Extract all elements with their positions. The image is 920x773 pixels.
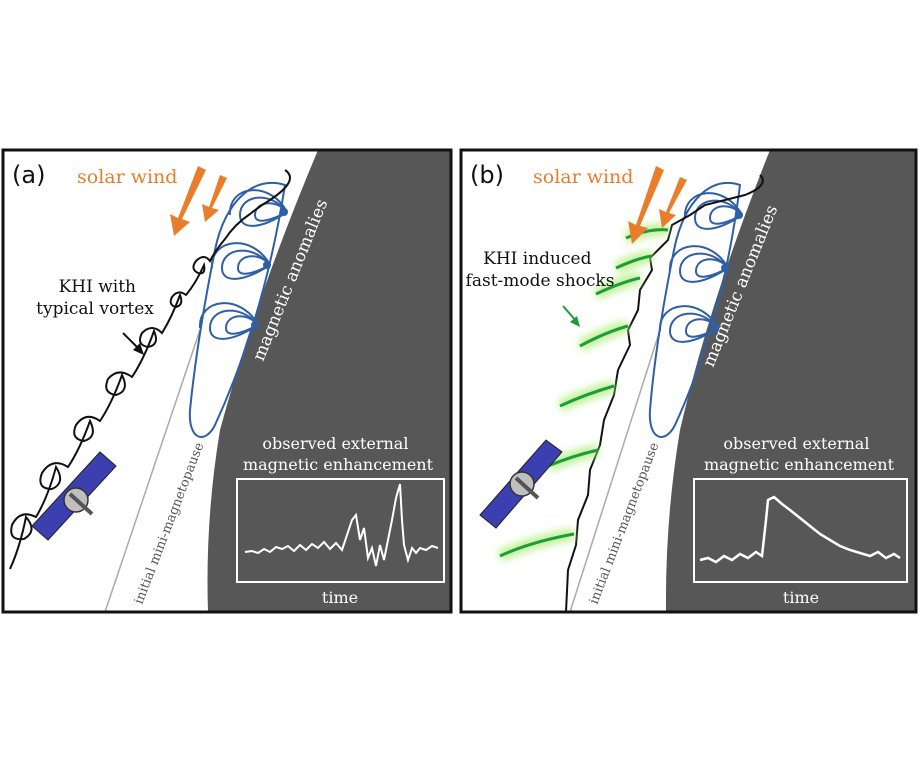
vortex-annotation-line: typical vortex [36,299,154,319]
field-lines [658,192,743,343]
inset-plot-frame [693,478,908,583]
panel-b-border [459,148,918,614]
solar-wind-arrows [170,166,227,236]
solar-wind-arrows [628,166,687,244]
inset-plot-trace [244,483,439,567]
observed-label: observed external magnetic enhancement [243,434,434,474]
satellite-icon [479,439,563,529]
magnetopause-line [569,329,661,612]
panel-label: (a) [12,161,45,189]
observed-label-line: observed external [723,434,869,453]
observed-label-line: observed external [262,434,408,453]
panel-label: (b) [470,161,504,189]
time-axis-label: time [783,588,819,607]
shocks-annotation-line: KHI induced [483,249,591,269]
vortex-annotation-line: KHI with [59,277,136,297]
solar-wind-label: solar wind [77,166,177,188]
panel-b [461,150,916,612]
observed-label: observed external magnetic enhancement [704,434,895,474]
inset-plot-trace [699,495,901,564]
field-lines [198,189,288,340]
fast-mode-shocks [497,223,669,562]
moon-surface [207,150,451,612]
satellite-icon [31,451,117,541]
solar-wind-label: solar wind [533,166,633,188]
panel-a [3,150,451,612]
field-dots [711,211,743,332]
time-axis-label: time [322,588,358,607]
shocks-annotation: KHI induced fast-mode shocks [466,249,615,291]
vortex-pointer-arrow [122,332,144,355]
shock-pointer-arrow [562,305,580,327]
inset-plot-frame [236,478,445,583]
magnetopause-line [104,329,201,612]
moon-surface [665,150,916,612]
khi-vortex-curve [9,169,291,570]
vortex-annotation: KHI with typical vortex [36,277,154,319]
observed-label-line: magnetic enhancement [243,455,434,474]
panel-a-border [1,148,453,614]
shocks-annotation-line: fast-mode shocks [466,271,615,291]
field-dots [251,208,288,329]
observed-label-line: magnetic enhancement [704,455,895,474]
